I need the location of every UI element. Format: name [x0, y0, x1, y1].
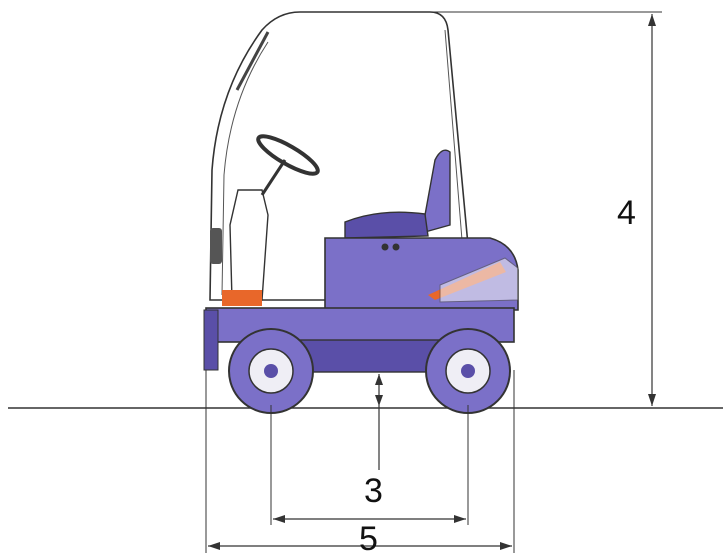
clearance-arrow-down: [375, 395, 383, 406]
rear-wheel-hub: [461, 364, 475, 378]
clearance-arrow-up: [375, 374, 383, 385]
overall-length-label: 5: [359, 520, 378, 558]
front-bumper: [203, 309, 219, 371]
front-wheel-hub: [264, 364, 278, 378]
rear-white-panel: [439, 257, 519, 303]
height-arrow-bottom: [648, 394, 656, 406]
wheelbase-arrow-right: [454, 515, 466, 523]
cab-door-line: [221, 41, 269, 296]
canopy-rear-pillar: [444, 29, 463, 241]
ground-clearance-label: 3: [364, 472, 383, 510]
seat-cushion: [344, 211, 429, 239]
height-label: 4: [617, 194, 636, 232]
seat-back: [424, 149, 451, 233]
dashboard: [229, 189, 269, 301]
steering-column: [260, 159, 287, 196]
control-button: [381, 243, 389, 251]
length-arrow-right: [500, 542, 512, 550]
side-mirror: [210, 228, 222, 264]
front-accent-stripe: [222, 290, 262, 306]
length-arrow-left: [208, 542, 220, 550]
control-button: [392, 243, 400, 251]
steering-wheel: [256, 134, 320, 176]
wheelbase-arrow-left: [273, 515, 285, 523]
wiper-arm: [235, 31, 270, 91]
height-arrow-top: [648, 14, 656, 26]
